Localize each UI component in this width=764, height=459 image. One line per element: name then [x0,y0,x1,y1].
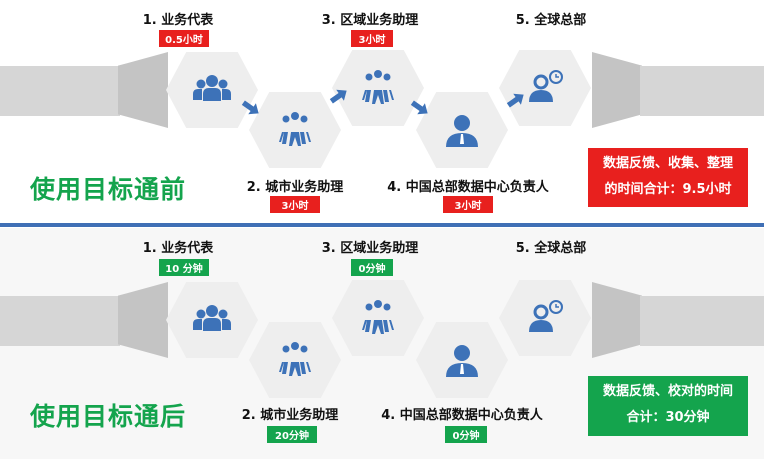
step-2-hex [249,92,341,168]
arrow-up-right-icon [327,86,351,106]
step-4-time-badge: 0分钟 [445,426,487,443]
right-funnel [592,52,642,128]
team-icon [362,300,394,334]
after-summary-box: 数据反馈、校对的时间 合计：30分钟 [588,376,748,436]
left-pipe [0,66,120,116]
step-4-label: 4. 中国总部数据中心负责人 [381,408,543,423]
step-1-hex [166,282,258,358]
step-1-label: 1. 业务代表 [142,241,214,256]
step-5-hex [499,50,591,126]
step-3-label: 3. 区域业务助理 [321,241,419,256]
step-2-time-badge: 20分钟 [267,426,317,443]
step-2-time-badge: 3小时 [270,196,320,213]
step-3-hex [332,280,424,356]
step-4-label: 4. 中国总部数据中心负责人 [387,180,549,195]
step-3-hex [332,50,424,126]
team-icon [362,70,394,104]
team-icon [279,112,311,146]
step-2-label: 2. 城市业务助理 [241,408,339,423]
step-3-time-badge: 0分钟 [351,259,393,276]
step-4-hex [416,92,508,168]
before-summary-box: 数据反馈、收集、整理 的时间合计：9.5小时 [588,148,748,207]
sales-rep-icon [193,75,231,101]
summary-line-2: 合计：30分钟 [626,410,710,425]
step-2-hex [249,322,341,398]
right-funnel [592,282,642,358]
step-3-label: 3. 区域业务助理 [321,13,419,28]
left-pipe [0,296,120,346]
manager-icon [446,345,478,377]
left-funnel [118,282,168,358]
step-5-hex [499,280,591,356]
arrow-down-right-icon [239,98,263,118]
step-2-label: 2. 城市业务助理 [246,180,344,195]
team-icon [279,342,311,376]
before-heading: 使用目标通前 [30,175,187,204]
summary-line-2: 的时间合计：9.5小时 [604,182,732,197]
right-pipe [640,296,764,346]
left-funnel [118,52,168,128]
step-1-time-badge: 0.5小时 [159,30,209,47]
step-1-time-badge: 10 分钟 [159,259,209,276]
step-4-time-badge: 3小时 [443,196,493,213]
summary-line-1: 数据反馈、校对的时间 [602,384,733,399]
step-5-label: 5. 全球总部 [515,13,587,28]
after-heading: 使用目标通后 [30,402,187,431]
sales-rep-icon [193,305,231,331]
step-5-label: 5. 全球总部 [515,241,587,256]
headquarters-icon [527,299,564,334]
arrow-down-right-icon [408,98,432,118]
right-pipe [640,66,764,116]
step-1-hex [166,52,258,128]
arrow-up-right-icon [504,90,528,110]
summary-line-1: 数据反馈、收集、整理 [602,156,733,171]
step-1-label: 1. 业务代表 [142,13,214,28]
step-3-time-badge: 3小时 [351,30,393,47]
step-4-hex [416,322,508,398]
manager-icon [446,115,478,147]
section-divider [0,223,764,227]
